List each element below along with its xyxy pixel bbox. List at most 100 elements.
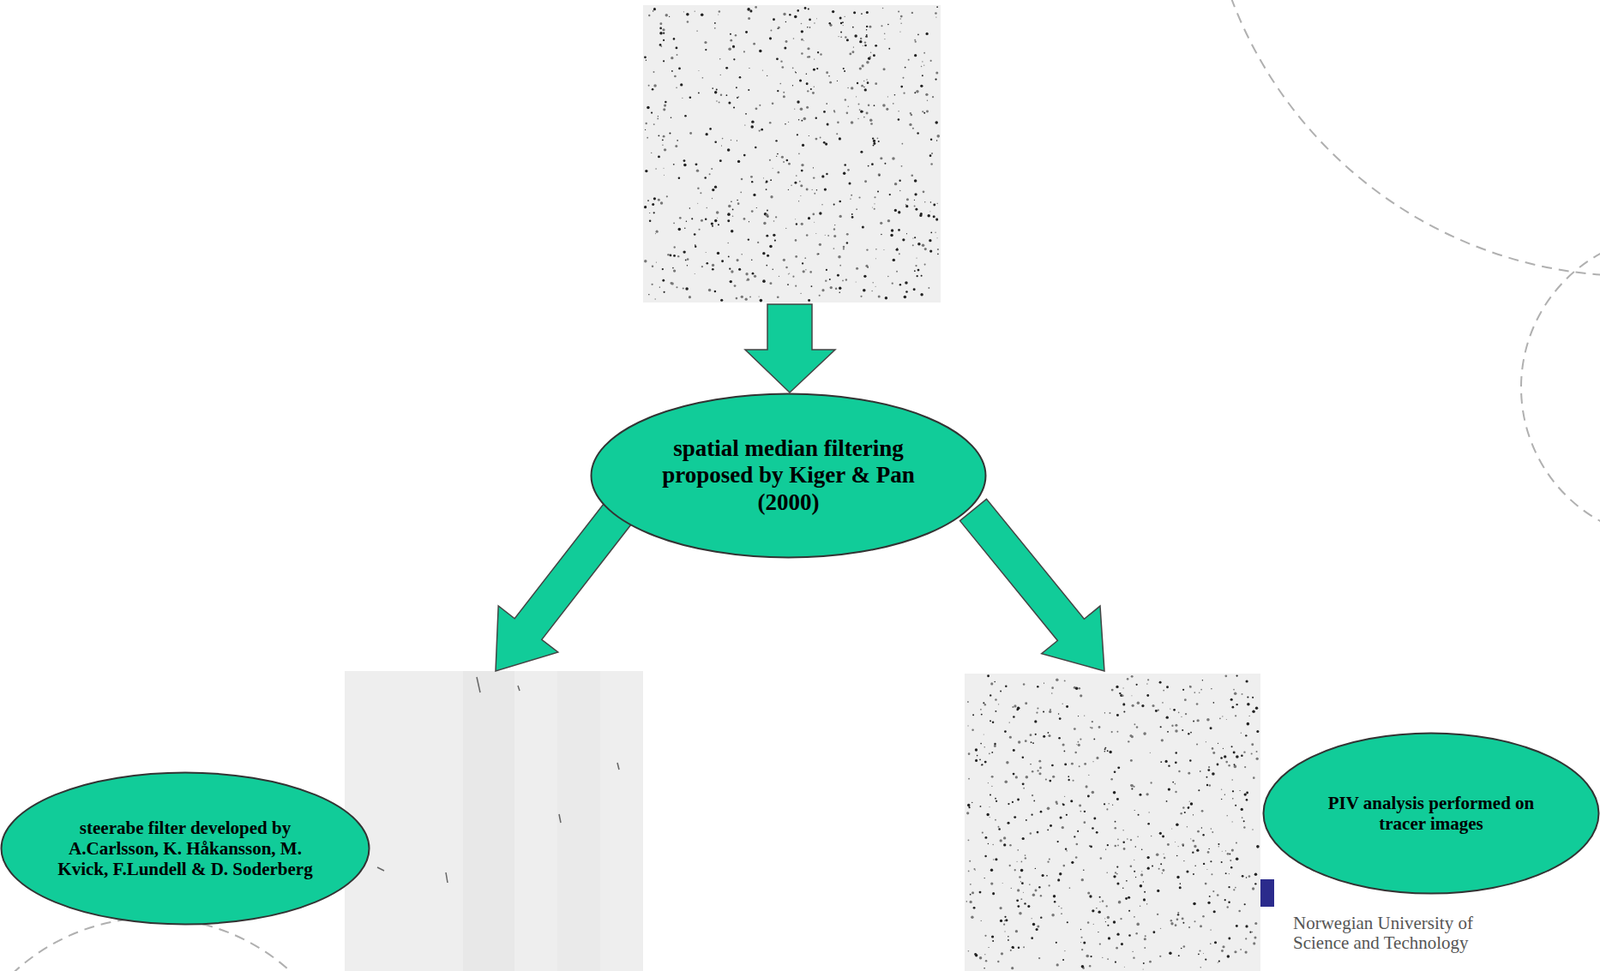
- tracer-particle: [748, 67, 750, 69]
- tracer-particle: [643, 205, 647, 209]
- tracer-particle: [851, 50, 855, 54]
- tracer-particle: [1174, 729, 1178, 733]
- tracer-particle: [1227, 886, 1230, 889]
- tracer-particle: [769, 282, 772, 285]
- tracer-particle: [775, 57, 779, 61]
- tracer-particle: [644, 129, 646, 131]
- tracer-particle: [914, 39, 916, 42]
- tracer-particle: [920, 84, 923, 88]
- tracer-particle: [1062, 865, 1065, 868]
- tracer-particle: [1182, 689, 1185, 692]
- tracer-particle: [1180, 716, 1182, 718]
- tracer-particle: [676, 54, 679, 56]
- tracer-particle: [920, 293, 923, 296]
- tracer-particle: [1051, 764, 1054, 768]
- tracer-particle: [1055, 678, 1059, 681]
- tracer-particle: [661, 279, 665, 283]
- tracer-particle: [1021, 861, 1023, 864]
- tracer-particle: [887, 219, 891, 223]
- tracer-particle: [864, 88, 867, 91]
- tracer-particle: [814, 138, 818, 141]
- tracer-particle: [738, 268, 741, 271]
- tracer-particle: [1227, 938, 1231, 941]
- tracer-particle: [1057, 878, 1060, 882]
- tracer-particle: [1219, 717, 1222, 720]
- tracer-particle: [1238, 910, 1241, 914]
- tracer-particle: [1076, 830, 1079, 833]
- tracer-particle: [1047, 734, 1051, 738]
- tracer-particle: [897, 228, 901, 232]
- tracer-particle: [1235, 755, 1240, 759]
- tracer-particle: [1130, 695, 1132, 697]
- tracer-particle: [986, 674, 990, 678]
- tracer-particle: [1233, 751, 1236, 755]
- tracer-particle: [851, 213, 854, 216]
- tracer-particle: [935, 71, 939, 74]
- tracer-particle: [1154, 709, 1158, 713]
- tracer-particle: [696, 30, 698, 31]
- tracer-particle: [911, 12, 914, 14]
- tracer-particle: [1038, 886, 1041, 889]
- tracer-particle: [1205, 741, 1207, 743]
- tracer-particle: [708, 288, 711, 292]
- tracer-particle: [689, 207, 692, 210]
- tracer-particle: [836, 80, 838, 82]
- tracer-particle: [825, 102, 828, 105]
- tracer-particle: [758, 49, 762, 53]
- tracer-particle: [1040, 811, 1043, 814]
- tracer-particle: [859, 66, 862, 70]
- tracer-particle: [934, 78, 937, 80]
- tracer-particle: [701, 265, 704, 268]
- tracer-particle: [1085, 955, 1089, 959]
- tracer-particle: [1143, 891, 1146, 894]
- tracer-particle: [1255, 707, 1258, 710]
- tracer-particle: [685, 259, 687, 262]
- tracer-particle: [781, 66, 784, 69]
- tracer-particle: [800, 222, 804, 226]
- tracer-particle: [869, 55, 872, 58]
- tracer-particle: [655, 261, 657, 263]
- tracer-particle: [1204, 958, 1207, 961]
- tracer-particle: [833, 234, 837, 238]
- tracer-particle: [646, 137, 649, 139]
- tracer-particle: [1053, 901, 1056, 903]
- tracer-particle: [990, 882, 993, 885]
- tracer-particle: [988, 947, 990, 949]
- tracer-particle: [721, 144, 722, 146]
- tracer-particle: [1213, 910, 1216, 914]
- tracer-particle: [898, 180, 901, 182]
- tracer-particle: [920, 66, 923, 68]
- tracer-particle: [921, 244, 926, 248]
- tracer-particle: [1140, 873, 1143, 877]
- tracer-particle: [1077, 744, 1081, 747]
- tracer-particle: [1017, 947, 1020, 950]
- tracer-particle: [861, 64, 865, 67]
- tracer-particle: [821, 288, 825, 292]
- tracer-particle: [1230, 698, 1234, 702]
- ellipse-shape: [1263, 733, 1600, 895]
- tracer-particle: [1142, 898, 1146, 902]
- tracer-particle: [872, 206, 873, 208]
- tracer-particle: [660, 201, 663, 205]
- tracer-particle: [730, 200, 732, 202]
- tracer-particle: [1235, 674, 1238, 677]
- tracer-particle: [1162, 690, 1165, 692]
- tracer-particle: [812, 213, 815, 217]
- tracer-particle: [1208, 766, 1210, 769]
- tracer-particle: [860, 37, 863, 41]
- tracer-particle: [1022, 892, 1024, 894]
- tracer-particle: [1036, 769, 1039, 772]
- tracer-particle: [857, 118, 859, 120]
- tracer-particle: [720, 93, 722, 96]
- tracer-particle: [1174, 751, 1178, 755]
- tracer-particle: [776, 90, 779, 92]
- tracer-particle: [868, 25, 872, 29]
- tracer-particle: [653, 71, 656, 73]
- tracer-particle: [823, 141, 826, 145]
- tracer-particle: [878, 173, 881, 176]
- tracer-particle: [851, 216, 855, 219]
- tracer-particle: [1062, 703, 1064, 705]
- tracer-particle: [727, 212, 731, 217]
- tracer-particle: [991, 786, 993, 788]
- tracer-particle: [1146, 903, 1148, 905]
